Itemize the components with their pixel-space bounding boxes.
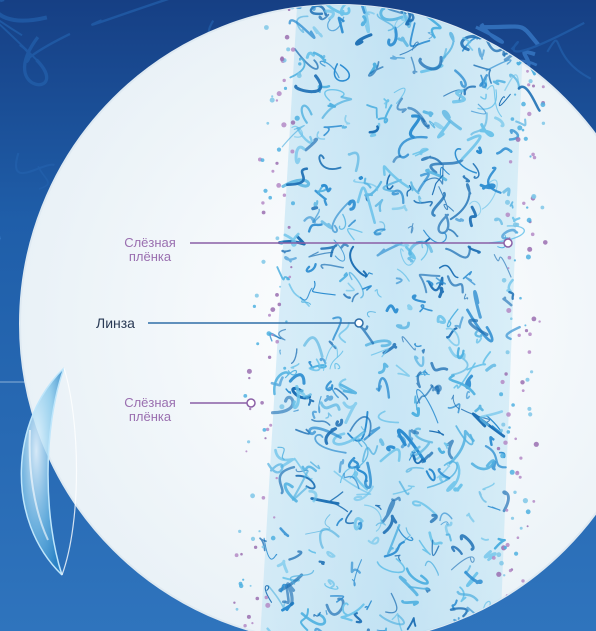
tear-film-label-top-line1: Слёзная — [108, 236, 192, 250]
tear-film-label-top: Слёзная плёнка — [108, 236, 192, 264]
tear-film-label-bottom-line2: плёнка — [108, 410, 192, 424]
tear-film-label-top-line2: плёнка — [108, 250, 192, 264]
tear-film-label-bottom-line1: Слёзная — [108, 396, 192, 410]
tear-film-label-bottom: Слёзная плёнка — [108, 396, 192, 424]
lens-label: Линза — [96, 316, 146, 330]
lens-label-text: Линза — [96, 316, 146, 330]
